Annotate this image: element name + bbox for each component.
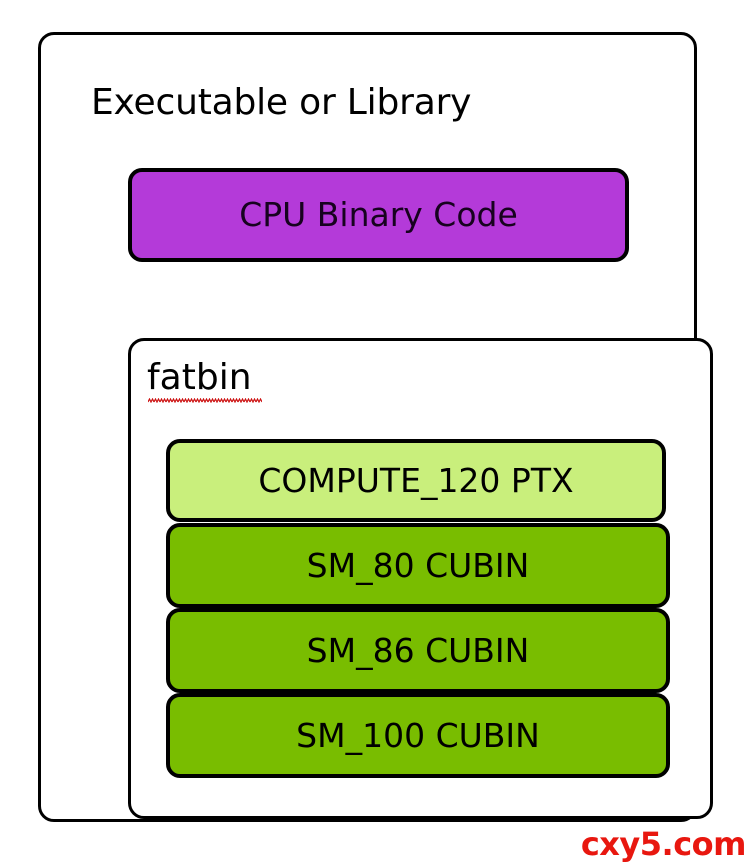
compute-120-ptx-label: COMPUTE_120 PTX	[258, 460, 574, 500]
fatbin-title-wrap: fatbin	[147, 356, 262, 403]
fatbin-container: fatbin COMPUTE_120 PTX SM_80 CUBIN SM_86…	[128, 338, 713, 819]
fatbin-block-stack: COMPUTE_120 PTX SM_80 CUBIN SM_86 CUBIN …	[166, 439, 681, 778]
fatbin-label: fatbin	[147, 357, 252, 398]
sm-100-cubin-label: SM_100 CUBIN	[296, 715, 540, 755]
sm-80-cubin-block: SM_80 CUBIN	[166, 523, 670, 608]
watermark: cxy5.com	[580, 825, 747, 863]
sm-86-cubin-block: SM_86 CUBIN	[166, 608, 670, 693]
spellcheck-underline-icon	[148, 398, 262, 403]
sm-86-cubin-label: SM_86 CUBIN	[306, 630, 530, 670]
cpu-binary-code-label: CPU Binary Code	[239, 195, 518, 234]
cpu-binary-code-block: CPU Binary Code	[128, 168, 629, 262]
sm-80-cubin-label: SM_80 CUBIN	[306, 545, 530, 585]
sm-100-cubin-block: SM_100 CUBIN	[166, 693, 670, 778]
page-title: Executable or Library	[91, 82, 472, 123]
executable-or-library-container: Executable or Library CPU Binary Code fa…	[38, 32, 713, 822]
compute-120-ptx-block: COMPUTE_120 PTX	[166, 439, 666, 522]
